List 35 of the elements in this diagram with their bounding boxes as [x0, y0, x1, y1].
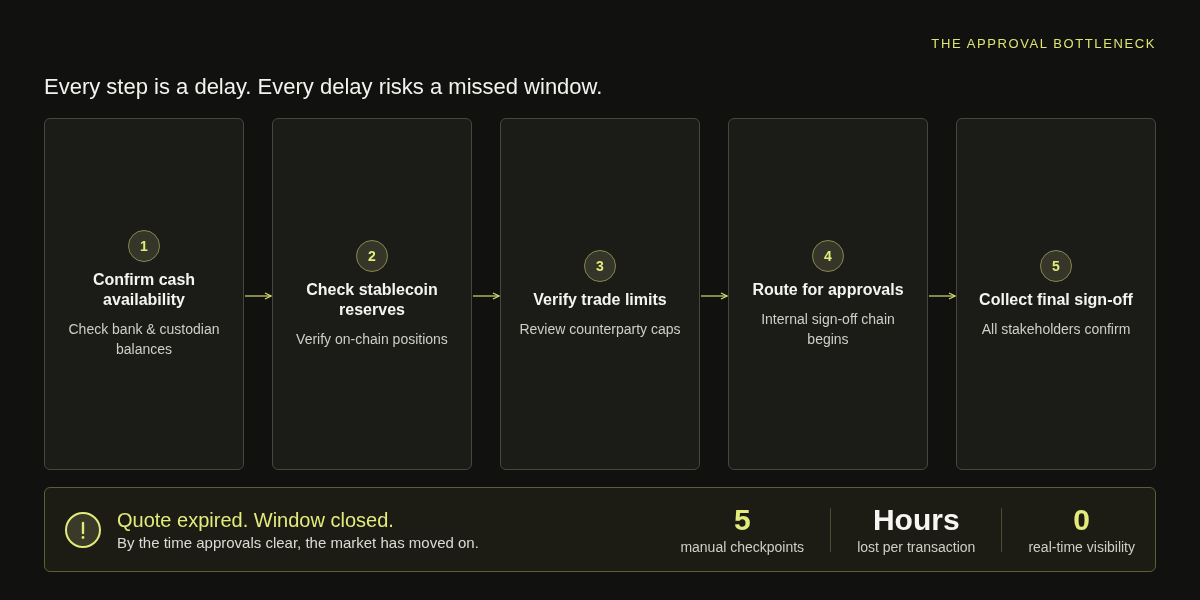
- step-description: Check bank & custodian balances: [67, 319, 221, 359]
- arrow: [700, 292, 728, 300]
- step-number: 3: [584, 249, 616, 282]
- stat-label: real-time visibility: [1028, 537, 1135, 556]
- stat-label: manual checkpoints: [680, 537, 805, 556]
- headline: Every step is a delay. Every delay risks a missed window.: [44, 73, 603, 101]
- stat-label: lost per transaction: [857, 537, 976, 556]
- step-description: Review counterparty caps: [519, 319, 681, 339]
- stat-value: 0: [1073, 503, 1091, 536]
- step-description: Verify on-chain positions: [296, 329, 448, 349]
- step-card: [956, 118, 1156, 470]
- arrow: [244, 292, 272, 300]
- stat-value: Hours: [872, 503, 960, 536]
- step-card: [44, 118, 244, 470]
- step-description: Internal sign-off chain begins: [760, 309, 896, 349]
- alert-headline: Quote expired. Window closed.: [117, 507, 394, 532]
- step-card: [500, 118, 700, 470]
- step-card: [728, 118, 928, 470]
- step-title: Route for approvals: [752, 279, 904, 300]
- arrow: [472, 292, 500, 300]
- step-card: [272, 118, 472, 470]
- section-label: THE APPROVAL BOTTLENECK: [931, 36, 1156, 52]
- step-number: 4: [812, 239, 844, 272]
- step-title: Verify trade limits: [533, 289, 667, 310]
- step-title: Collect final sign-off: [979, 289, 1133, 310]
- step-number: 2: [356, 239, 388, 272]
- step-title: Check stablecoin reserves: [305, 279, 439, 320]
- step-description: All stakeholders confirm: [981, 319, 1131, 339]
- step-number: 1: [128, 229, 160, 262]
- step-title: Confirm cash availability: [91, 269, 197, 310]
- alert-message: By the time approvals clear, the market has moved on.: [117, 532, 479, 552]
- step-number: 5: [1040, 249, 1072, 282]
- stat-value: 5: [733, 503, 751, 536]
- alert-banner: [44, 487, 1156, 572]
- arrow: [928, 292, 956, 300]
